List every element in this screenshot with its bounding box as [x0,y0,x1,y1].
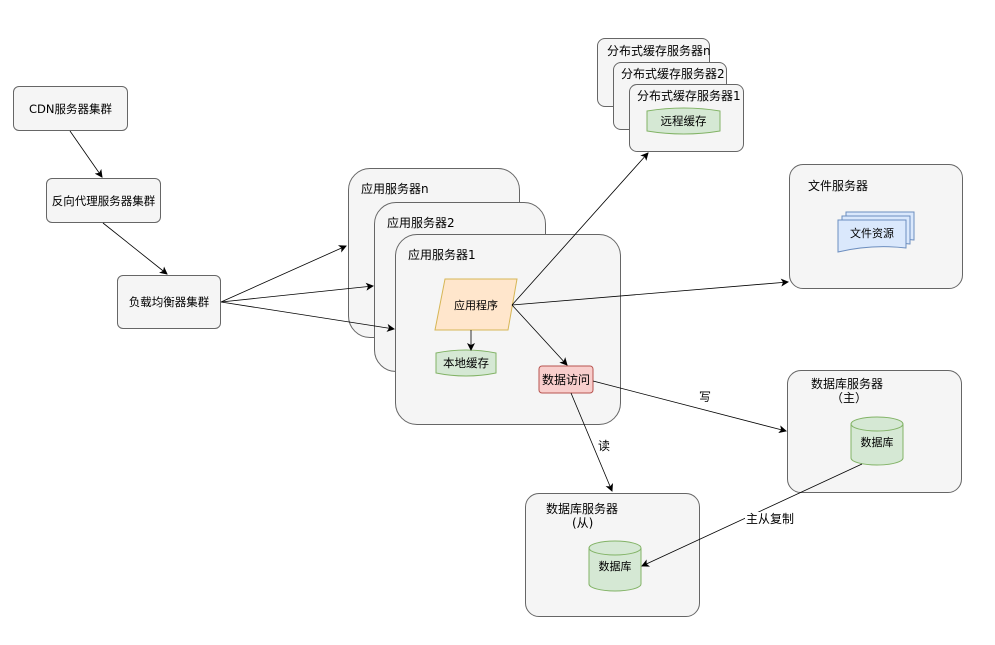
cdn-cluster-node[interactable]: CDN服务器集群 [13,86,128,131]
edge-lb-to-app-n [220,245,347,303]
cdn-cluster-label: CDN服务器集群 [29,101,112,116]
file-resource-shape[interactable] [837,211,915,253]
app-server-2-title: 应用服务器2 [387,216,455,230]
reverse-proxy-cluster-node[interactable]: 反向代理服务器集群 [46,178,161,223]
load-balancer-cluster-label: 负载均衡器集群 [128,295,210,309]
db-master-db-label: 数据库 [860,436,894,449]
db-master-cylinder[interactable] [850,416,904,466]
edge-data-access-to-db-master [592,380,787,434]
edge-label-write: 写 [698,390,713,404]
app-program-label: 应用程序 [454,298,498,312]
edge-proxy-to-lb [102,222,168,275]
load-balancer-cluster-node[interactable]: 负载均衡器集群 [117,275,221,329]
db-slave-cylinder[interactable] [588,540,642,592]
remote-cache-shape[interactable] [646,107,721,135]
edge-label-replication: 主从复制 [745,512,796,526]
app-program-shape[interactable] [434,278,518,331]
file-resource-label: 文件资源 [850,227,894,240]
data-access-label: 数据访问 [541,373,590,387]
local-cache-shape[interactable] [435,349,497,377]
edge-app-to-data-access [511,304,568,366]
db-slave-db-label: 数据库 [598,560,632,573]
db-master-subtitle: （主） [831,391,868,405]
file-server-title: 文件服务器 [808,179,869,193]
app-server-n-title: 应用服务器n [361,182,429,196]
dist-cache-2-title: 分布式缓存服务器2 [621,67,725,81]
dist-cache-n-title: 分布式缓存服务器n [607,44,711,58]
db-slave-subtitle: (从) [572,516,594,530]
dist-cache-1-title: 分布式缓存服务器1 [637,89,741,103]
db-master-title: 数据库服务器 [811,377,884,391]
db-slave-title: 数据库服务器 [546,502,619,516]
edge-label-read: 读 [597,439,612,453]
edge-cdn-to-proxy [69,130,103,178]
local-cache-label: 本地缓存 [443,356,489,370]
edge-app-to-file-server [511,278,789,306]
remote-cache-label: 远程缓存 [660,114,707,128]
edge-app-to-dist-cache [511,152,649,306]
data-access-shape[interactable] [538,365,594,394]
edge-lb-to-app-2 [220,282,374,303]
edge-data-access-to-db-slave [570,392,613,492]
app-server-1-title: 应用服务器1 [408,248,476,262]
edge-lb-to-app-1 [220,301,395,332]
reverse-proxy-cluster-label: 反向代理服务器集群 [51,193,156,208]
